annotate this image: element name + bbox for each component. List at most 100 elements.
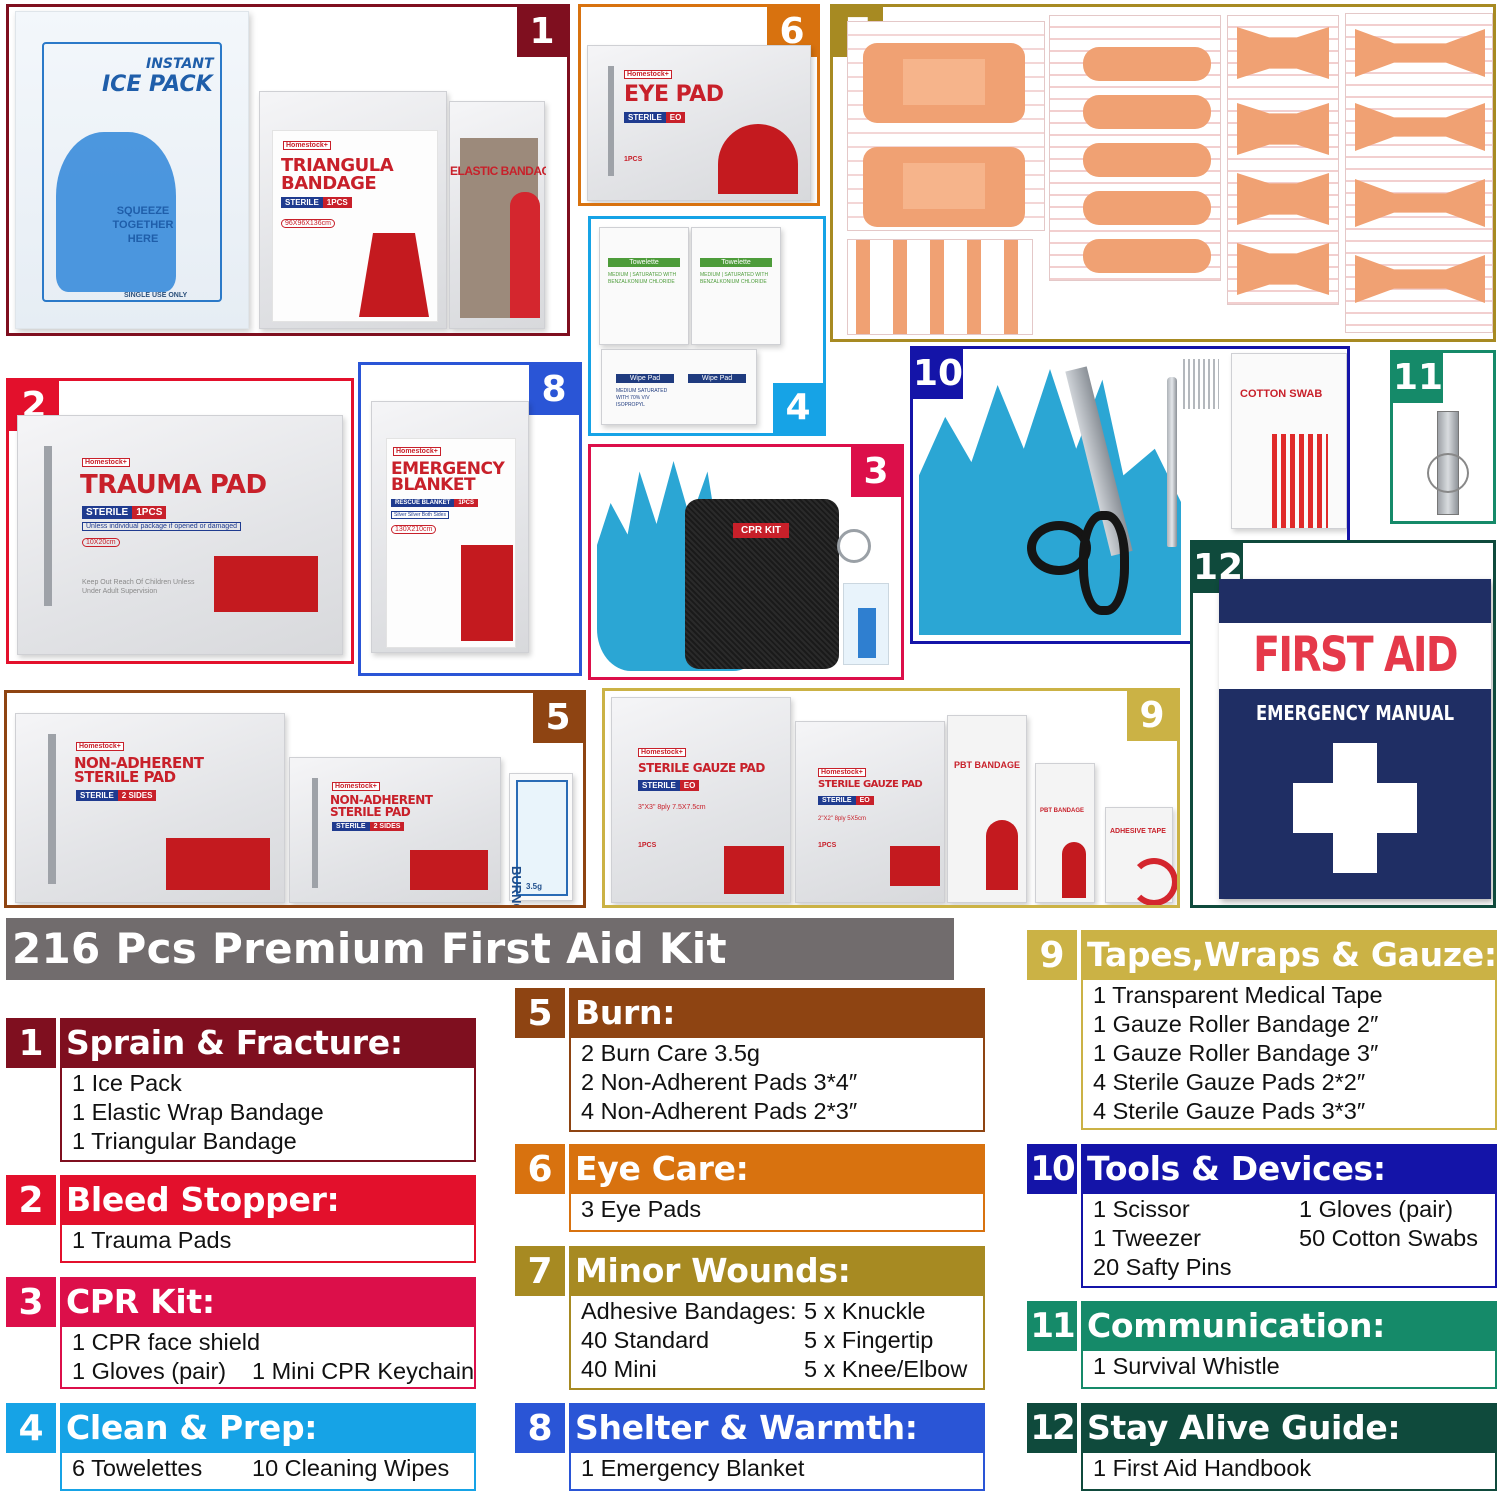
category-communication: 11 Communication: 1 Survival Whistle	[1027, 1301, 1497, 1389]
emergency-blanket-image: Homestock+ EMERGENCY BLANKET RESCUE BLAN…	[371, 401, 529, 653]
category-number: 6	[515, 1144, 565, 1194]
list-item: 1 Scissor	[1093, 1196, 1190, 1222]
list-item: 1 CPR face shield	[72, 1329, 261, 1355]
brand-label: Homestock+	[82, 458, 130, 467]
brand-label: Homestock+	[76, 742, 124, 751]
warning-text: Keep Out Reach Of Children Unless Under …	[82, 579, 195, 595]
standard-bandage	[1083, 143, 1211, 177]
product-title: TRIANGULA	[281, 155, 394, 176]
category-minor-wounds: 7 Minor Wounds: Adhesive Bandages: 5 x K…	[515, 1246, 985, 1390]
category-title: Eye Care:	[569, 1144, 985, 1194]
category-items: 1 CPR face shield 1 Gloves (pair) 1 Mini…	[60, 1327, 476, 1389]
red-blanket-graphic	[461, 545, 513, 641]
standard-bandage	[1083, 191, 1211, 225]
red-pad-graphic	[166, 838, 270, 890]
burn-care-title: BURNCARE	[509, 866, 524, 908]
list-item: 1 First Aid Handbook	[1093, 1455, 1312, 1481]
photo-panel-shelter-warmth: 8 Homestock+ EMERGENCY BLANKET RESCUE BL…	[358, 362, 582, 676]
red-pad-graphic	[214, 556, 318, 612]
standard-bandage	[1083, 239, 1211, 273]
product-title: ELASTIC BANDAGE	[450, 164, 546, 178]
category-number: 12	[1027, 1403, 1077, 1453]
pbt-bandage-large-image: PBT BANDAGE	[947, 715, 1027, 903]
product-title: EMERGENCY	[391, 459, 505, 479]
list-item: 5 x Fingertip	[804, 1327, 934, 1353]
photo-panel-cpr-kit: 3 CPR KIT	[588, 444, 904, 680]
product-title: STERILE PAD	[74, 768, 176, 786]
category-number: 8	[515, 1403, 565, 1453]
large-bandage	[863, 43, 1025, 123]
category-burn: 5 Burn: 2 Burn Care 3.5g 2 Non-Adherent …	[515, 988, 985, 1132]
size-label: 130X210cm	[391, 525, 437, 534]
category-bleed-stopper: 2 Bleed Stopper: 1 Trauma Pads	[6, 1175, 476, 1263]
category-clean-prep: 4 Clean & Prep: 6 Towelettes 10 Cleaning…	[6, 1403, 476, 1491]
product-title: PBT BANDAGE	[954, 760, 1021, 770]
category-items: 1 Emergency Blanket	[569, 1453, 985, 1491]
list-item: 20 Safty Pins	[1093, 1254, 1232, 1280]
brand-label: Homestock+	[818, 768, 866, 777]
category-items: 6 Towelettes 10 Cleaning Wipes	[60, 1453, 476, 1491]
list-item: 2 Non-Adherent Pads 3*4″	[581, 1069, 858, 1095]
product-title: EYE PAD	[624, 82, 724, 107]
size-label: 3"X3" 8ply 7.5X7.5cm	[638, 804, 706, 811]
category-cpr-kit: 3 CPR Kit: 1 CPR face shield 1 Gloves (p…	[6, 1277, 476, 1389]
category-number: 7	[515, 1246, 565, 1296]
ice-pack-image: INSTANT ICE PACK SQUEEZE TOGETHER HERE S…	[15, 11, 249, 329]
category-title: Bleed Stopper:	[60, 1175, 476, 1225]
scissors-handle	[1079, 511, 1129, 615]
red-pad-graphic	[890, 846, 940, 886]
category-number: 11	[1027, 1301, 1077, 1351]
list-item: 40 Standard	[581, 1327, 710, 1353]
brand-label: Homestock+	[638, 748, 686, 757]
non-adherent-pad-small-image: Homestock+ NON-ADHERENT STERILE PAD STER…	[289, 757, 501, 903]
qty-label: 1PCS	[818, 842, 837, 849]
category-title: Sprain & Fracture:	[60, 1018, 476, 1068]
red-pad-graphic	[410, 850, 488, 890]
handbook-subtitle: EMERGENCY MANUAL	[1255, 701, 1455, 725]
cotton-swab-image: COTTON SWAB	[1231, 353, 1347, 529]
category-title: Burn:	[569, 988, 985, 1038]
cpr-kit-label: CPR KIT	[733, 523, 789, 538]
towelette-desc: MEDIUM | SATURATED WITH BENZALKONIUM CHL…	[700, 272, 769, 285]
red-pad-graphic	[724, 846, 784, 894]
category-stay-alive-guide: 12 Stay Alive Guide: 1 First Aid Handboo…	[1027, 1403, 1497, 1491]
panel-badge-3: 3	[851, 447, 901, 497]
standard-bandage	[1083, 95, 1211, 129]
product-title: ADHESIVE TAPE	[1110, 828, 1166, 835]
wipe-pad-image: Wipe Pad Wipe Pad MEDIUM SATURATED WITH …	[601, 349, 757, 425]
photo-panel-sprain-fracture: 1 INSTANT ICE PACK SQUEEZE TOGETHER HERE…	[6, 4, 570, 336]
burn-care-weight: 3.5g	[526, 882, 543, 891]
category-number: 5	[515, 988, 565, 1038]
panel-badge-5: 5	[533, 693, 583, 743]
product-title: STERILE GAUZE PAD	[638, 761, 765, 775]
product-title: BLANKET	[391, 475, 476, 495]
adhesive-tape-image: ADHESIVE TAPE	[1105, 807, 1177, 905]
swab-handles	[1272, 434, 1328, 528]
ice-pack-footer: SINGLE USE ONLY	[124, 292, 188, 299]
cross-icon	[1293, 743, 1417, 873]
category-title: CPR Kit:	[60, 1277, 476, 1327]
list-item: 4 Sterile Gauze Pads 2*2″	[1093, 1069, 1366, 1095]
brand-label: Homestock+	[332, 782, 380, 791]
size-label: 10X20cm	[82, 538, 120, 547]
category-number: 2	[6, 1175, 56, 1225]
list-item: 4 Non-Adherent Pads 2*3″	[581, 1098, 858, 1124]
category-title: Minor Wounds:	[569, 1246, 985, 1296]
brand-label: Homestock+	[283, 141, 331, 150]
tweezer-image	[1167, 377, 1177, 547]
category-items: 3 Eye Pads	[569, 1194, 985, 1232]
list-item: 1 Gloves (pair)	[72, 1358, 227, 1384]
photo-panel-stay-alive-guide: 12 FIRST AID EMERGENCY MANUAL	[1190, 540, 1496, 908]
